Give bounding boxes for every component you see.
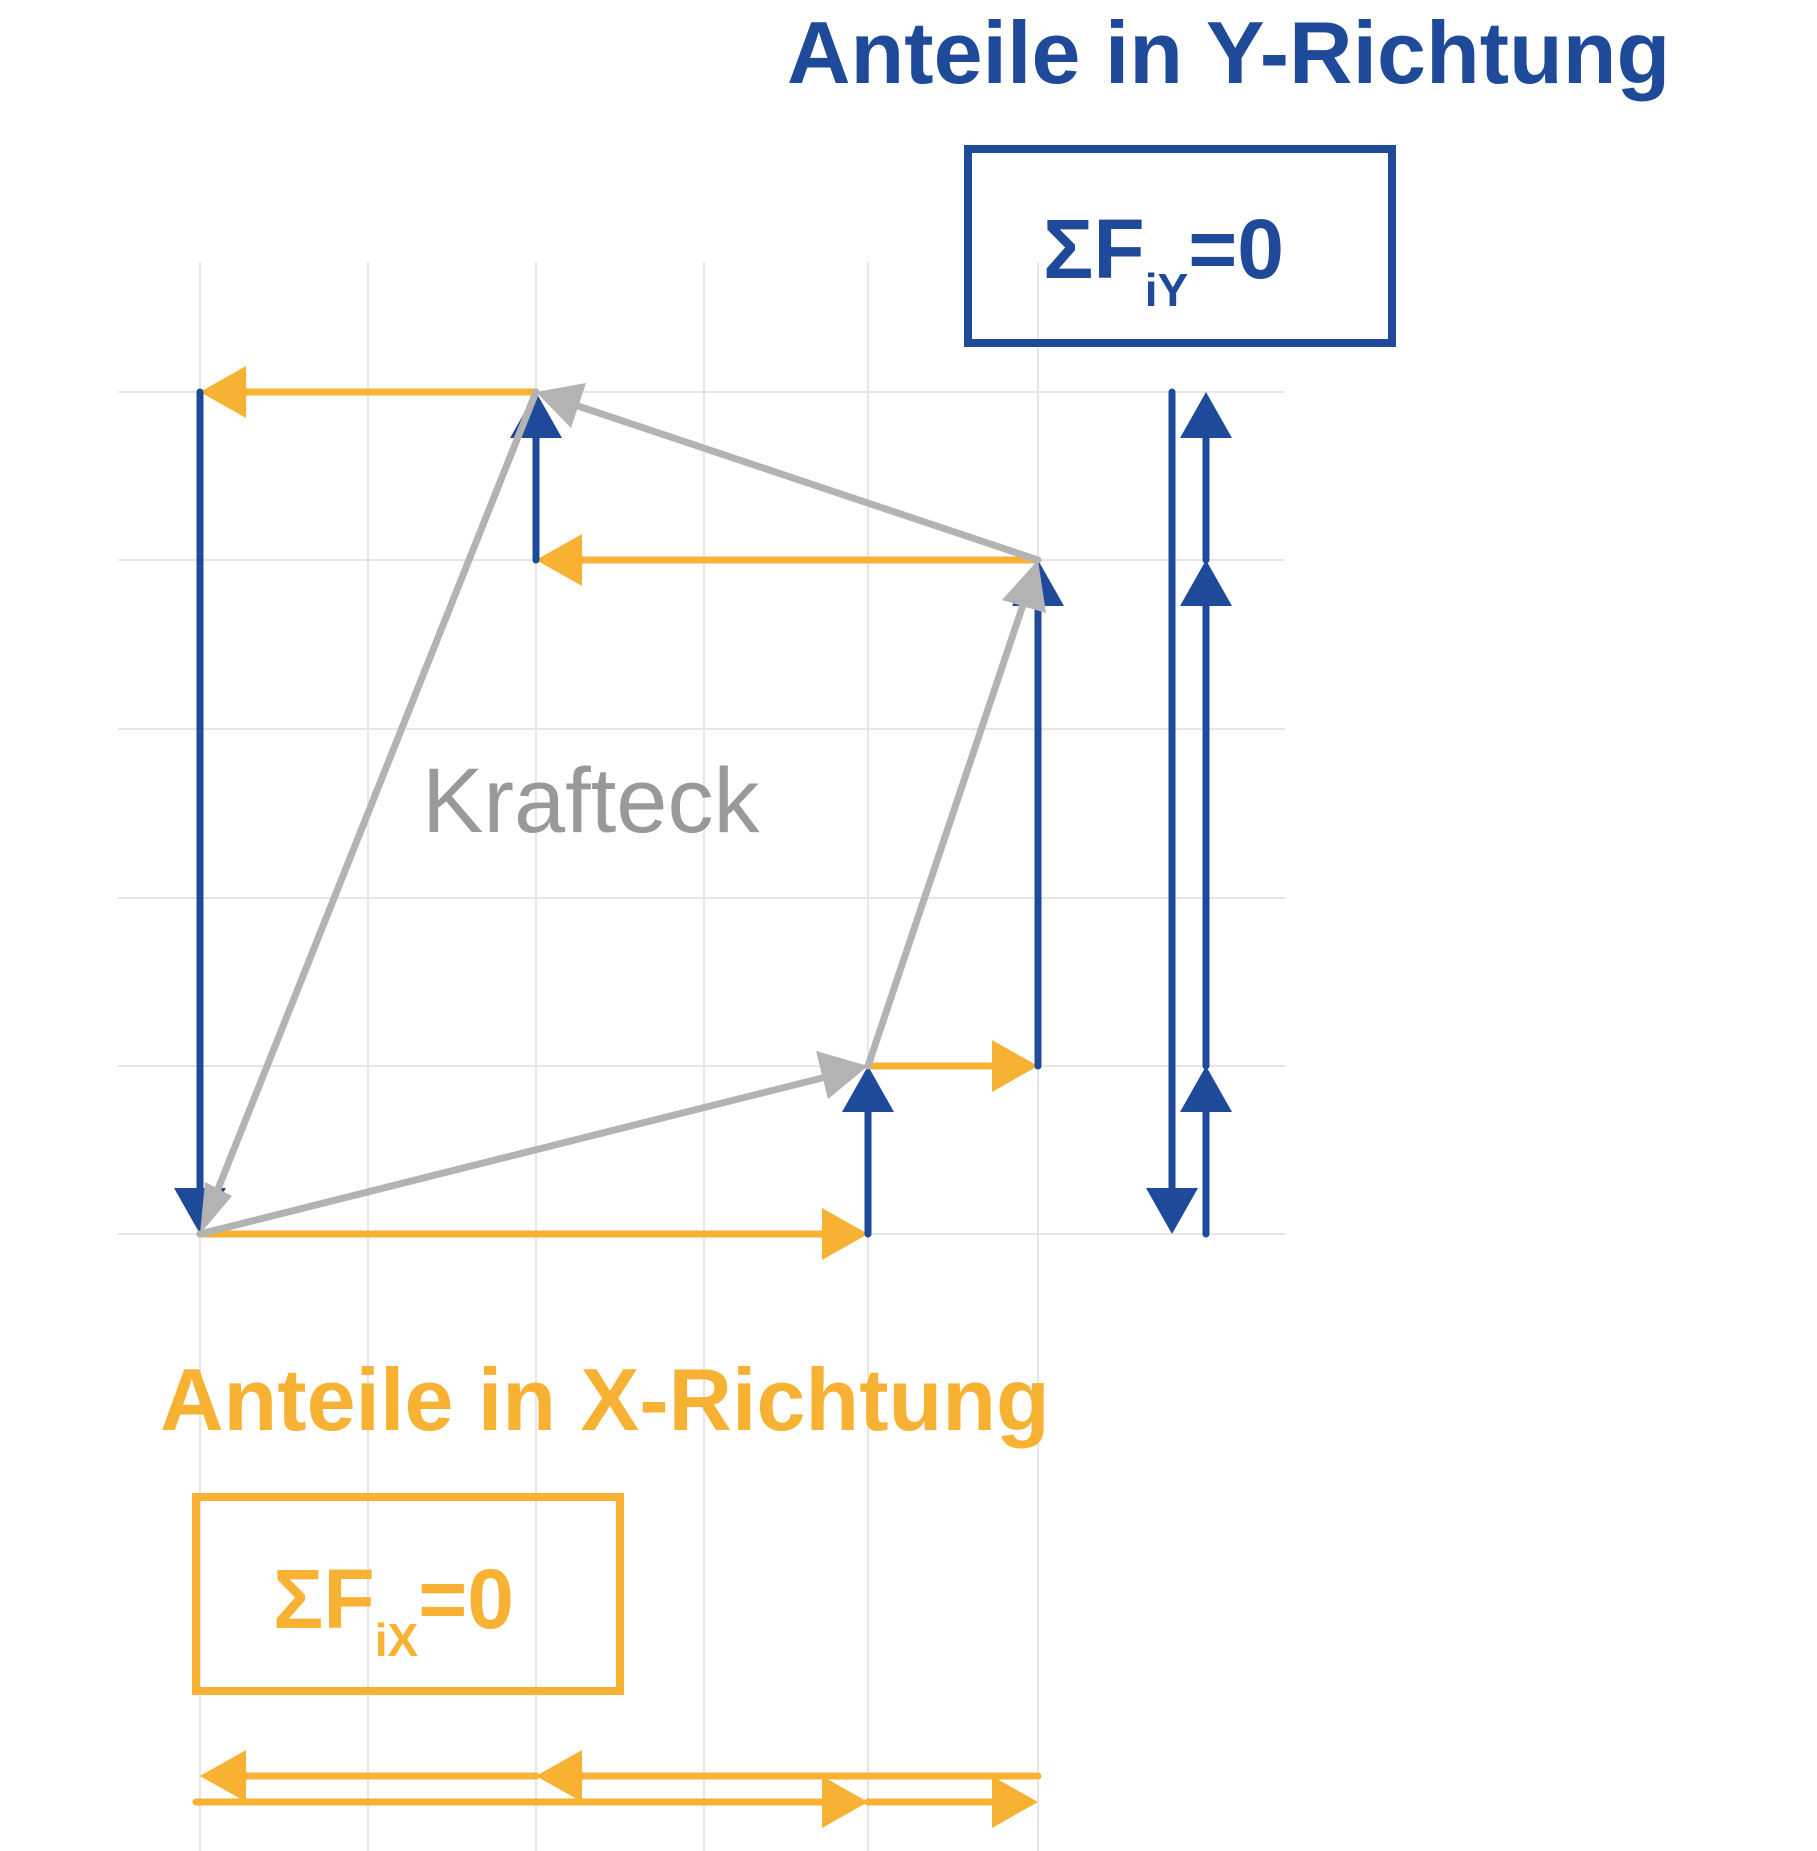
x-arrowhead-3 [992, 1040, 1038, 1092]
x-equation-box: ΣFiX=0 [192, 1493, 624, 1695]
equals-zero-x: =0 [418, 1552, 514, 1646]
x-sum-row [192, 1750, 1042, 1828]
y-direction-title: Anteile in Y-Richtung [787, 3, 1670, 102]
y-arrowhead-4 [842, 1066, 894, 1112]
x-sum-right-arrowhead-1 [822, 1776, 868, 1828]
equals-zero-y: =0 [1188, 202, 1284, 296]
x-arrowhead-2 [536, 534, 582, 586]
polygon-label: Krafteck [422, 750, 760, 852]
x-components [196, 366, 1042, 1260]
force-arrowhead-2 [1002, 560, 1046, 613]
y-sum-down-arrowhead [1146, 1188, 1198, 1234]
force-arrowhead-3 [536, 383, 586, 428]
sum-symbol-x: ΣF [273, 1552, 375, 1646]
force-vectors [196, 388, 1042, 1238]
x-sum-right-arrowhead-2 [992, 1776, 1038, 1828]
subscript-x: iX [375, 1614, 419, 1666]
y-sum-up-arrowhead-3 [1180, 392, 1232, 438]
y-sum-column [1146, 388, 1232, 1238]
x-arrowhead-1 [200, 366, 246, 418]
subscript-y: iY [1145, 264, 1188, 316]
y-equation-box: ΣFiY=0 [964, 145, 1396, 347]
force-arrowhead-1 [816, 1051, 868, 1099]
svg-text:ΣFiX=0: ΣFiX=0 [273, 1552, 514, 1666]
x-sum-left-arrowhead-2 [200, 1750, 246, 1802]
svg-text:ΣFiY=0: ΣFiY=0 [1043, 202, 1284, 316]
y-sum-up-arrowhead-2 [1180, 560, 1232, 606]
x-arrowhead-4 [822, 1208, 868, 1260]
force-arrowheads [200, 383, 1046, 1234]
x-direction-title: Anteile in X-Richtung [160, 1350, 1050, 1449]
sum-symbol-y: ΣF [1043, 202, 1145, 296]
force-arrowhead-4 [200, 1182, 232, 1234]
x-sum-left-arrowhead-1 [536, 1750, 582, 1802]
y-sum-up-arrowhead-1 [1180, 1066, 1232, 1112]
